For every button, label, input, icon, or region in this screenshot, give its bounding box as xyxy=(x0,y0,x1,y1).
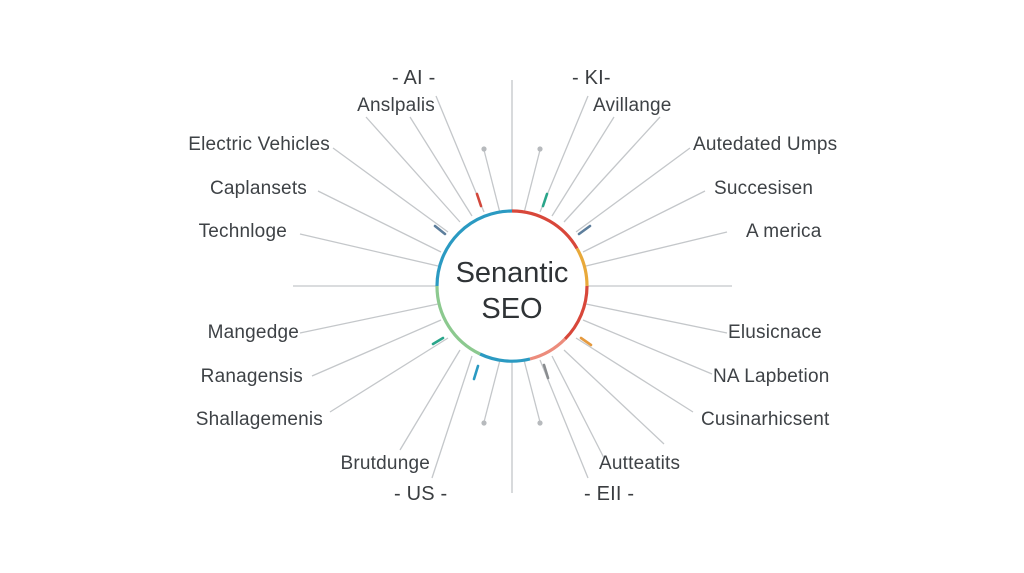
label-cusinarhicsent: Cusinarhicsent xyxy=(701,409,830,430)
tick-blue xyxy=(472,364,480,381)
dot-marker xyxy=(481,420,487,426)
dot-marker xyxy=(537,420,543,426)
ring-segment-green xyxy=(435,285,481,356)
spoke-line xyxy=(299,233,439,267)
connector-lines xyxy=(293,80,732,493)
axis-label-us: - US - xyxy=(394,483,448,505)
tick-teal xyxy=(541,192,549,208)
label-caplansets: Caplansets xyxy=(209,178,307,199)
spoke-line xyxy=(299,303,439,334)
ring-segment-blue xyxy=(435,209,513,287)
spoke-line xyxy=(332,147,449,233)
tick-teal xyxy=(431,336,445,346)
spoke-line xyxy=(483,149,501,214)
spoke-line xyxy=(431,355,473,479)
tick-steel xyxy=(577,224,592,236)
spoke-line xyxy=(585,303,728,334)
spoke-line xyxy=(575,337,694,413)
spoke-line xyxy=(523,149,541,214)
ring-segment-red-lower xyxy=(563,285,589,341)
spoke-line xyxy=(539,95,589,213)
label-succesisen: Succesisen xyxy=(714,178,814,199)
label-electric-vehicles: Electric Vehicles xyxy=(188,134,330,155)
label-a-merica: A merica xyxy=(746,221,822,242)
spoke-line xyxy=(575,147,691,233)
ring-segment-salmon xyxy=(529,337,567,361)
center-title: Senantic SEO xyxy=(437,255,587,327)
spoke-line xyxy=(563,349,665,445)
accent-ticks xyxy=(431,192,593,381)
label-autedated-umps: Autedated Umps xyxy=(693,134,838,155)
label-ranagensis: Ranagensis xyxy=(200,366,303,387)
spoke-line xyxy=(317,190,442,253)
spoke-line xyxy=(563,116,661,223)
label-anslpalis: Anslpalis xyxy=(357,95,435,116)
tick-orange xyxy=(579,336,593,347)
tick-steel xyxy=(433,224,447,236)
label-elusicnace: Elusicnace xyxy=(728,322,822,343)
spoke-end-dots xyxy=(481,146,543,426)
spoke-line xyxy=(585,231,728,267)
spoke-line xyxy=(409,116,473,217)
axis-label-ai: - AI - xyxy=(392,67,436,89)
dot-marker xyxy=(481,146,487,152)
spoke-line xyxy=(551,116,615,217)
spoke-line xyxy=(582,319,713,375)
center-title-line2: SEO xyxy=(481,293,543,325)
label-na-lapbetion: NA Lapbetion xyxy=(713,366,830,387)
dot-marker xyxy=(537,146,543,152)
center-circle xyxy=(437,211,587,361)
label-mangedge: Mangedge xyxy=(207,322,299,343)
spoke-line xyxy=(399,349,461,451)
label-technloge: Technloge xyxy=(198,221,287,242)
spoke-line xyxy=(329,337,449,413)
spoke-line xyxy=(539,359,589,479)
axis-label-eii: - EII - xyxy=(584,483,635,505)
ring-segment-red xyxy=(511,209,579,250)
center-title-line1: Senantic xyxy=(455,257,569,289)
ring-segment-orange xyxy=(575,247,589,287)
tick-red xyxy=(475,192,483,208)
label-autteatits: Autteatits xyxy=(599,453,681,474)
spoke-line xyxy=(582,190,706,253)
spoke-line xyxy=(311,319,442,377)
ring-segment-blue-bottom xyxy=(479,352,531,363)
label-shallagemenis: Shallagemenis xyxy=(195,409,323,430)
spoke-line xyxy=(483,359,501,423)
label-brutdunge: Brutdunge xyxy=(340,453,430,474)
spoke-line xyxy=(435,95,485,213)
spoke-line xyxy=(523,359,541,423)
tick-gray xyxy=(542,363,550,380)
center-ring xyxy=(435,209,589,363)
spoke-line xyxy=(551,355,605,459)
label-avillange: Avillange xyxy=(593,95,672,116)
spoke-line xyxy=(365,116,461,223)
axis-label-ki: - KI- xyxy=(572,67,611,89)
